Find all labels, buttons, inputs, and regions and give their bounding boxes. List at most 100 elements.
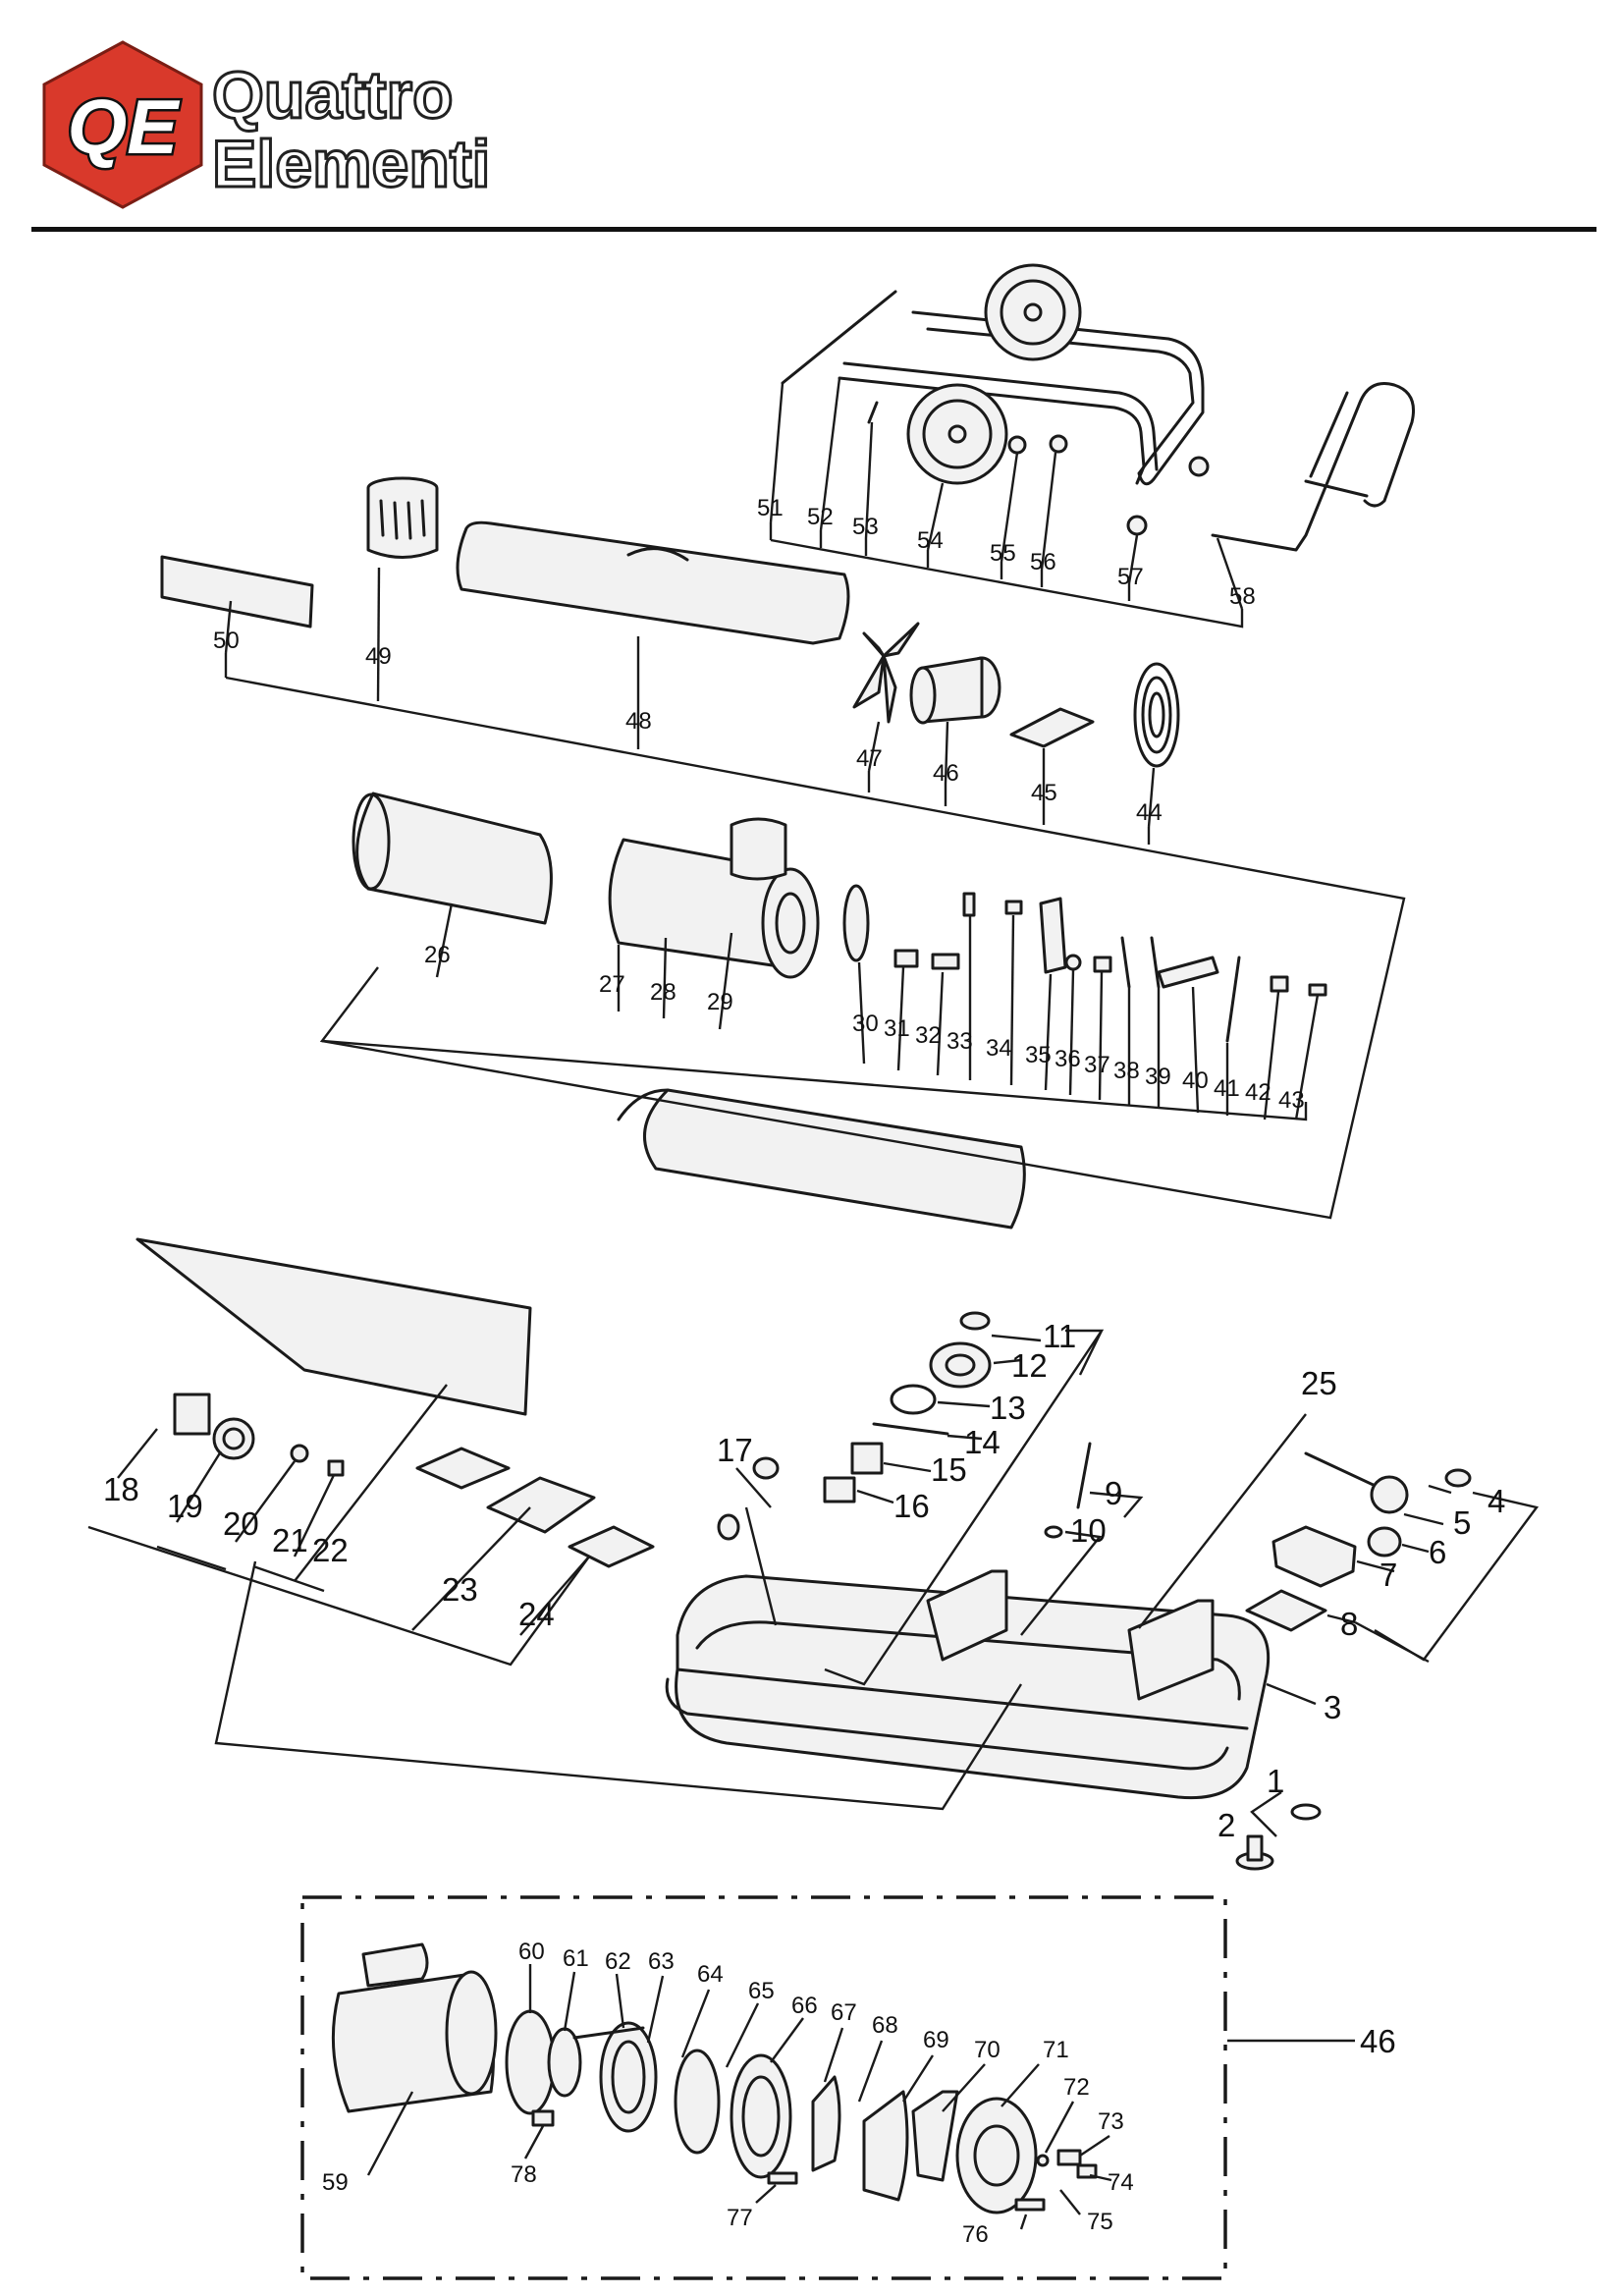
sensor-washer xyxy=(1044,1525,1063,1539)
part-label: 55 xyxy=(990,540,1016,567)
part-label: 20 xyxy=(223,1505,259,1542)
part-label: 13 xyxy=(990,1390,1026,1426)
filter-cover xyxy=(862,2090,909,2202)
part-label: 65 xyxy=(748,1978,775,2004)
part-label: 19 xyxy=(167,1488,203,1524)
handle-cap xyxy=(1188,456,1210,477)
rear-handle-frame xyxy=(911,310,1205,486)
part-label: 28 xyxy=(650,979,676,1006)
brand-logo: QE Quattro Elementi xyxy=(42,40,492,209)
combustion-chamber xyxy=(608,817,820,979)
outer-cylinder xyxy=(352,792,553,925)
part-label: 34 xyxy=(986,1035,1012,1062)
part-label: 29 xyxy=(707,989,733,1015)
indicator-lamp xyxy=(290,1444,309,1463)
part-label: 50 xyxy=(213,628,240,654)
thermostat-body xyxy=(1370,1475,1409,1514)
brand-name-line1: Quattro xyxy=(212,58,454,133)
clip xyxy=(1004,900,1023,915)
side-plate xyxy=(160,555,314,629)
part-label: 3 xyxy=(1324,1689,1341,1725)
nozzle-plate xyxy=(842,884,870,962)
thermostat-probe xyxy=(1304,1451,1381,1490)
motor-plate xyxy=(505,2009,556,2115)
rod-b xyxy=(1150,936,1161,989)
part-label: 38 xyxy=(1113,1058,1140,1084)
part-label: 9 xyxy=(1105,1475,1122,1511)
coupling-pin xyxy=(531,2109,555,2127)
sensor-rod xyxy=(1076,1442,1092,1509)
photocell xyxy=(1064,954,1082,971)
part-label: 32 xyxy=(915,1022,942,1049)
axle-pin xyxy=(867,401,879,424)
part-label: 35 xyxy=(1025,1042,1052,1068)
part-label: 51 xyxy=(757,495,784,521)
part-label: 61 xyxy=(563,1945,589,1972)
igniter-wire xyxy=(1225,956,1241,1043)
part-label: 31 xyxy=(884,1015,910,1042)
pump-rotor xyxy=(929,1341,992,1389)
part-label: 53 xyxy=(852,514,879,540)
part-label: 16 xyxy=(893,1488,930,1524)
fuse xyxy=(327,1459,345,1477)
fan-blade xyxy=(852,622,920,724)
part-label: 1 xyxy=(1267,1763,1284,1799)
part-label: 74 xyxy=(1108,2169,1134,2196)
knob xyxy=(1367,1526,1402,1558)
motor-callout xyxy=(300,1895,1227,2280)
part-label: 4 xyxy=(1488,1483,1505,1519)
part-label: 45 xyxy=(1031,780,1057,806)
part-label: 26 xyxy=(424,942,451,968)
part-label: 49 xyxy=(365,643,392,670)
pump-gasket-plate xyxy=(674,2049,721,2155)
nozzle-adapter xyxy=(931,953,960,970)
tank-group xyxy=(665,1311,1472,1871)
drain-plug xyxy=(1235,1834,1274,1871)
connector xyxy=(1270,975,1289,993)
part-label: 76 xyxy=(962,2221,989,2248)
circuit-board xyxy=(415,1447,511,1490)
motor-callout-box xyxy=(300,1895,1227,2280)
part-label: 54 xyxy=(917,527,944,554)
pump-end-cap xyxy=(955,2097,1038,2214)
burner-group xyxy=(352,792,1327,1230)
rear-wheel xyxy=(984,263,1082,361)
part-label: 56 xyxy=(1030,549,1056,575)
pump-cover xyxy=(959,1311,991,1331)
rod-a xyxy=(1120,936,1131,989)
drain-washer xyxy=(1290,1803,1322,1821)
motor-body xyxy=(331,1942,498,2113)
tank-base xyxy=(665,1677,1229,1771)
lower-shell xyxy=(642,1088,1026,1230)
part-label: 58 xyxy=(1229,583,1256,610)
part-label: 40 xyxy=(1182,1067,1209,1094)
part-label: 22 xyxy=(312,1532,349,1568)
part-label: 68 xyxy=(872,2012,898,2039)
part-label: 12 xyxy=(1011,1347,1048,1384)
fuel-filter xyxy=(850,1442,884,1475)
wheel-washer xyxy=(1007,435,1027,455)
control-panel xyxy=(135,1237,532,1416)
exhaust-grille xyxy=(366,476,439,559)
part-label: 71 xyxy=(1043,2037,1069,2063)
part-label: 72 xyxy=(1063,2074,1090,2101)
screw xyxy=(1444,1468,1472,1488)
logo-hexagon xyxy=(42,40,203,209)
photocell-holder xyxy=(1039,897,1067,974)
logo-mark: QE xyxy=(68,83,181,170)
part-label: 17 xyxy=(717,1432,753,1468)
part-label: 43 xyxy=(1278,1087,1305,1114)
part-label: 70 xyxy=(974,2037,1001,2063)
main-handle-frame xyxy=(838,376,1146,485)
assembly-ref-label: 46 xyxy=(1360,2023,1396,2059)
mounting-plate xyxy=(1245,1589,1327,1632)
part-label: 27 xyxy=(599,971,625,998)
part-label: 36 xyxy=(1055,1046,1081,1072)
rotor-housing xyxy=(599,2021,658,2133)
axle-rod xyxy=(781,290,897,385)
part-label: 57 xyxy=(1117,564,1144,590)
handle-wheel-group xyxy=(781,263,1415,552)
switch xyxy=(173,1393,211,1436)
part-label: 77 xyxy=(727,2205,753,2231)
electrode xyxy=(962,892,976,917)
